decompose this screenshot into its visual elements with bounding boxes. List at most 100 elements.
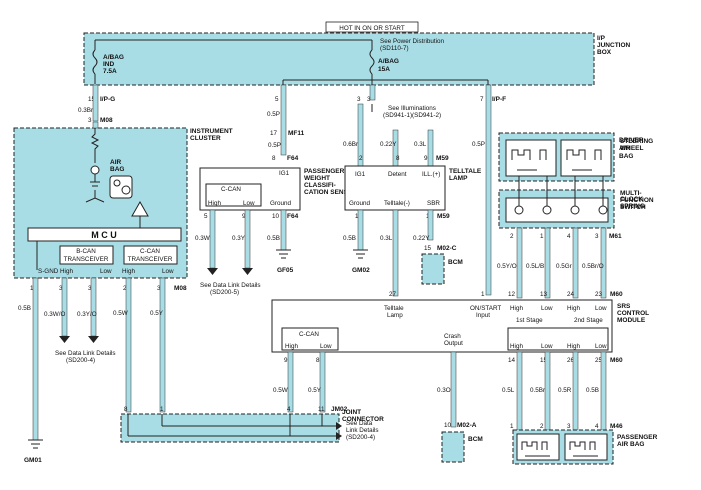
bcan-transceiver (59, 245, 114, 265)
pin-num: 14 (508, 357, 516, 364)
arrow-icon (207, 268, 218, 275)
telltale-title-2: LAMP (449, 175, 468, 182)
airbag-ind-label-2: BAG (110, 166, 124, 173)
wire-color: 0.5Br (530, 387, 545, 394)
arrow-icon (242, 268, 253, 275)
hot-in-label: HOT IN ON OR START (339, 25, 405, 32)
ground-label: Ground (349, 200, 371, 207)
wire-ipg (92, 84, 99, 122)
onstart-label-1: ON/START (470, 305, 501, 312)
pin-num: 24 (567, 291, 575, 298)
telltale-lamp-label-2: Lamp (387, 312, 403, 319)
fuse1-sub: IND (103, 61, 115, 68)
ground-gf05: GF05 (277, 267, 294, 274)
wire-color: 0.22Y (413, 235, 430, 242)
wire-color: 0.22Y (380, 141, 397, 148)
pin-num: 25 (595, 357, 603, 364)
wire-color: 0.5B (18, 305, 31, 312)
jc-datalink-3: (SD200-4) (346, 434, 375, 441)
low-label: Low (541, 305, 553, 312)
pin-num: 1 (160, 406, 164, 413)
pin-num: 1 (510, 423, 514, 430)
pin-num: 13 (540, 291, 548, 298)
ccan-label-2: TRANSCEIVER (128, 256, 173, 263)
pwcs-can-box (205, 183, 262, 207)
conn-f64-2: F64 (287, 213, 299, 220)
mfs-title-3: SWITCH (620, 204, 646, 211)
wire-bcan-h (61, 277, 68, 337)
fuse1-amp: 7.5A (103, 68, 117, 75)
conn-m46: M46 (610, 423, 623, 430)
transistor-icon (85, 190, 105, 203)
illum-ref-2: (SD941-1)(SD941-2) (383, 112, 441, 119)
conn-mf11: MF11 (288, 130, 305, 137)
bcm-label-2: BCM (468, 436, 483, 443)
wire-a15 (369, 84, 376, 101)
arrow-icon (59, 336, 70, 343)
wire-crash (450, 351, 457, 428)
pwcs-title-2: WEIGHT (304, 175, 330, 182)
low-label: Low (541, 343, 553, 350)
conn-m08-2: M08 (174, 285, 187, 292)
wire-color: 0.5P (472, 141, 485, 148)
bag-icon (121, 185, 131, 195)
driver-airbag-2: AIR (619, 145, 631, 152)
squib-icon (511, 149, 547, 171)
pin-num: 8 (272, 155, 276, 162)
wire-srs-low (319, 351, 326, 413)
wire-2nd-l (600, 227, 607, 299)
steering-title-2: WHEEL (620, 145, 644, 152)
ground-icon (353, 249, 368, 259)
ig1-label: IG1 (279, 170, 290, 177)
wire-tt-gnd (357, 209, 364, 251)
pin-num: 10 (272, 213, 280, 220)
pin-num: 8 (396, 155, 400, 162)
bcm-box-1 (421, 253, 445, 285)
wire-bcan-l (90, 277, 97, 337)
wire-color: 0.5L (502, 387, 515, 394)
high-label: High (567, 343, 580, 350)
pin-num: 2 (510, 233, 514, 240)
wire-color: 0.5L/B (526, 263, 544, 270)
pin-num: 7 (480, 96, 484, 103)
wire-color: 0.3L (380, 235, 393, 242)
pin-num: 4 (595, 423, 599, 430)
cluster-title-2: CLUSTER (190, 135, 221, 142)
wire-pab-2 (544, 351, 551, 431)
low-label: Low (595, 343, 607, 350)
mcu-box (27, 227, 182, 242)
wire-color: 0.5P (267, 111, 280, 118)
driver-airbag-3: BAG (619, 153, 633, 160)
datalink-ref-2: (SD200-5) (210, 289, 239, 296)
airbag-warning-icon (109, 175, 133, 199)
pin-num: 5 (204, 213, 208, 220)
pin-num: 3 (88, 117, 92, 124)
high-label: High (208, 200, 221, 207)
pin-num: 9 (242, 213, 246, 220)
second-stage-label: 2nd Stage (574, 317, 603, 324)
resistor-icon (90, 128, 100, 163)
driver-airbag-1: DRIVER (619, 137, 644, 144)
arrow-icon (336, 432, 342, 440)
pin-num: 4 (567, 233, 571, 240)
squib-icon (566, 149, 602, 171)
high-label: High (510, 343, 523, 350)
wire-color: 0.3O (437, 387, 451, 394)
wire-gnd (32, 277, 39, 441)
bcan-label-2: TRANSCEIVER (64, 256, 109, 263)
driver-airbag-1st (505, 139, 557, 177)
wire-tt-sbr (427, 209, 434, 241)
bcan-low: Low (100, 268, 112, 275)
wire-ccan-l (159, 277, 166, 413)
wire-mf11 (280, 84, 287, 156)
driver-airbag-2nd (560, 139, 612, 177)
wire-color: 0.6Br (343, 141, 358, 148)
squib-icon (521, 441, 550, 457)
high-label: High (510, 305, 523, 312)
pin-num: 9 (424, 155, 428, 162)
ip-junction-title-1: I/P (597, 35, 606, 42)
fuse2-name: A/BAG (378, 58, 399, 65)
sbr-label: SBR (427, 200, 440, 207)
conn-m60: M60 (610, 291, 623, 298)
